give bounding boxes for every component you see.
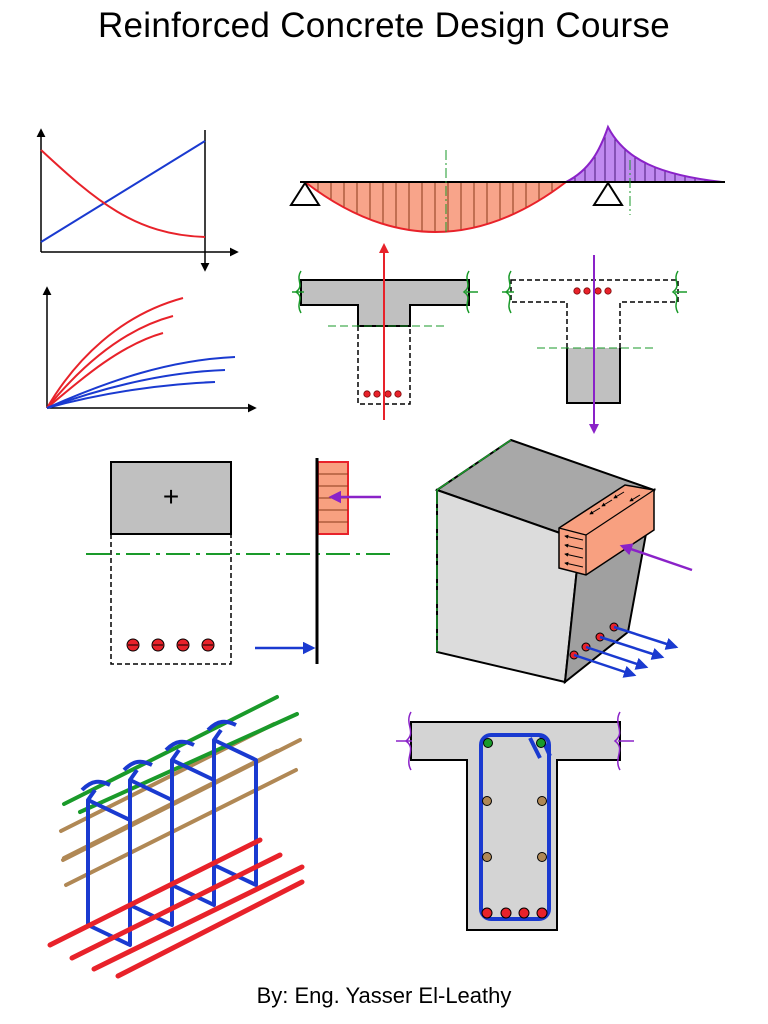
graph-stress-strain-curves	[42, 286, 257, 413]
beam-3d-block	[434, 438, 693, 685]
t-section-negative-moment	[502, 255, 687, 434]
t-beam-cross-section	[396, 711, 634, 931]
stress-block-diagram	[255, 458, 381, 664]
rectangular-section: +	[86, 461, 392, 665]
bending-moment-diagram	[289, 124, 725, 235]
decay-curve	[40, 149, 206, 238]
author-credit: By: Eng. Yasser El-Leathy	[256, 983, 512, 1008]
graph-crossing-curves	[36, 128, 239, 272]
page-title: Reinforced Concrete Design Course	[97, 6, 671, 45]
support-left	[289, 181, 321, 206]
support-right	[592, 181, 624, 206]
linear-curve	[40, 140, 206, 243]
reinforcement-cage-3d	[47, 695, 305, 979]
t-section-positive-moment	[292, 243, 478, 420]
section-mark: +	[163, 481, 179, 512]
